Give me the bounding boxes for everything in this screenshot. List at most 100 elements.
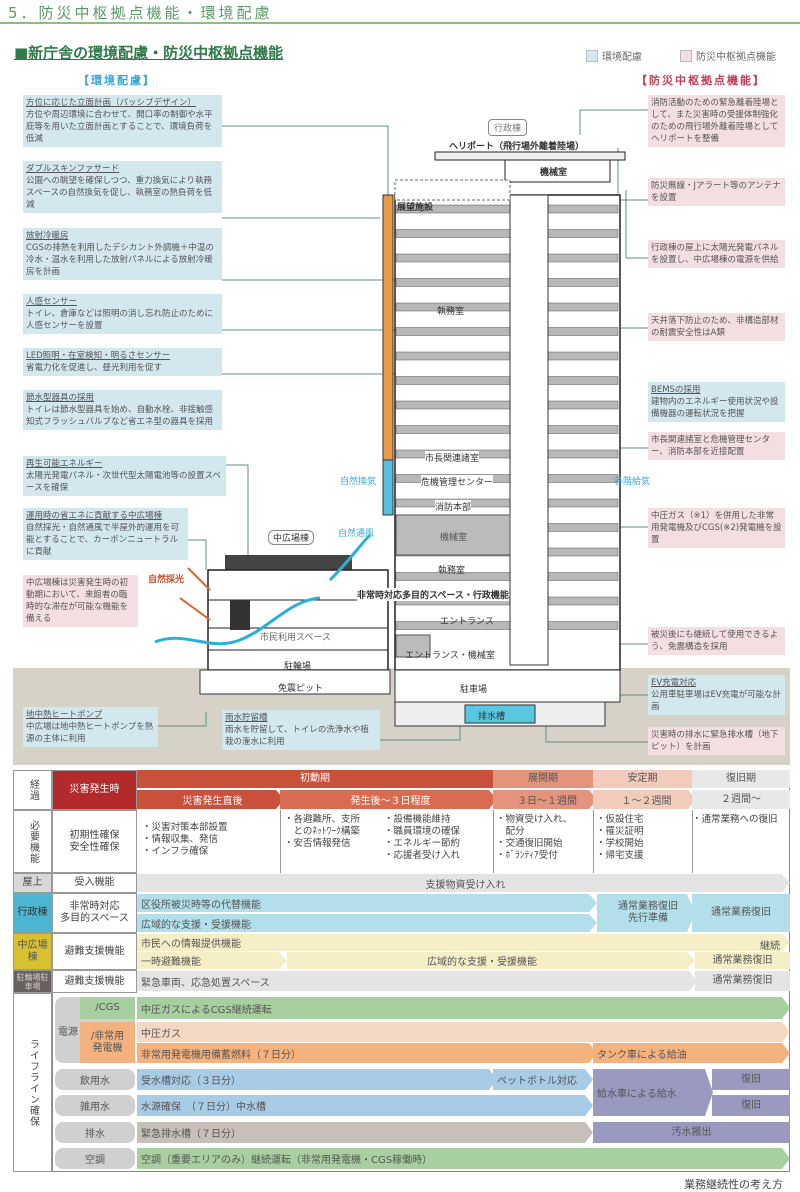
needs-c4: ・物資受け入れ、 配分 ・交通復旧開始 ・ﾎﾞﾗﾝﾃｨｱ受付: [496, 814, 573, 861]
misc-water-label: 雑用水: [55, 1095, 135, 1116]
floor-slab: [395, 327, 511, 336]
legend-label: 防災中枢拠点機能: [696, 52, 776, 63]
note-motion-sensor: 人感センサートイレ、倉庫などは照明の消し忘れ防止のために人感センサーを設置: [23, 294, 222, 334]
legend-swatch-disaster: [680, 49, 692, 62]
aircon-bar: 空調（重要エリアのみ）継続運転（非常用発電機・CGS稼働時）: [137, 1148, 790, 1169]
note-rainwater: 雨水貯留槽雨水を貯留して、トイレの洗浄水や植栽の潅水に利用: [222, 710, 380, 750]
label-observation: 展望施設: [397, 203, 434, 213]
water-truck-bar: 給水車による給水: [593, 1069, 713, 1116]
drinking-bar: 受水槽対応（３日分）: [137, 1069, 497, 1090]
row-label-needs: 必要機能: [13, 810, 52, 873]
aircon-label: 空調: [55, 1148, 135, 1169]
row-label-progress: 経過: [13, 770, 52, 810]
plaza-bar2: 一時避難機能: [137, 952, 287, 969]
needs-label: 初期性確保 安全性確保: [52, 810, 137, 873]
roof-label: 受入機能: [52, 873, 137, 893]
floor-slab: [547, 400, 619, 410]
admin-prep: 通常業務復旧 先行準備: [597, 894, 695, 932]
drinking-water-label: 飲用水: [55, 1069, 135, 1090]
plaza-bar3: 広域的な支援・受援機能: [287, 952, 695, 969]
row-label-lifeline: ライフライン確保: [13, 993, 52, 1172]
cgs-bar: 中圧ガスによるCGS継続運転: [137, 997, 790, 1019]
page-title: ■新庁舎の環境配慮・防災中枢拠点機能: [14, 44, 284, 62]
floor-slab: [547, 523, 619, 532]
floor-slab: [547, 204, 619, 214]
floor-slab: [547, 253, 619, 263]
plaza-bar1: 市民への情報提供機能: [137, 934, 790, 951]
row-label-plaza: 中広場棟: [13, 933, 52, 970]
needs-c2: ・各避難所、支所 とのﾈｯﾄﾜｰｸ構築 ・安否情報発信: [284, 814, 361, 849]
note-water-saving: 節水型器具の採用トイレは節水型器具を始め、自動水栓、非接触感知式フラッシュバルブ…: [23, 390, 222, 430]
label-citizen-space: 市民利用スペース: [260, 633, 331, 643]
section-header: 5．防災中枢拠点機能・環境配慮: [8, 4, 273, 22]
note-seismic-isolation: 被災後にも継続して使用できるよう、免震構造を採用: [648, 627, 785, 655]
label-natural-ventilation: 自然換気: [340, 477, 377, 487]
admin-bar1: 区役所被災時等の代替機能: [137, 894, 597, 912]
generator-label: /非常用 発電機: [80, 1022, 135, 1063]
needs-c3: ・設備機能維持 ・職員環境の確保 ・エネルギー節約 ・応援者受け入れ: [384, 814, 461, 861]
power-label: 電源: [58, 1026, 78, 1038]
label-floor-supply: 各階給気: [614, 477, 651, 487]
floor-slab: [547, 425, 619, 434]
parking-label: 避難支援機能: [52, 970, 137, 993]
note-renewable-energy: 再生可能エネルギー太陽光発電パネル・次世代型太陽電池等の設置スペースを確保: [23, 456, 226, 496]
note-ceiling-safety: 天井落下防止のため、非構造部材の耐震安全性はA類: [648, 313, 785, 341]
note-plaza-energy: 運用時の省エネに貢献する中広場棟自然採光・自然通風で半屋外的運用を可能とすること…: [23, 508, 188, 560]
cgs-label: /CGS: [80, 997, 135, 1019]
plaza-recover: 通常業務復旧: [695, 952, 790, 969]
legend-env: 環境配慮: [586, 48, 642, 63]
label-machine-room-top: 機械室: [540, 168, 568, 178]
label-heliport: ヘリポート（飛行場外離着陸場）: [449, 142, 585, 152]
legend-swatch-env: [586, 49, 598, 62]
note-mayor-crisis: 市長関連諸室と危機管理センター、消防本部を近接配置: [648, 432, 785, 460]
parking-bar: 緊急車両、応急処置スペース: [137, 971, 697, 991]
label-bicycle-parking: 駐輪場: [284, 662, 312, 672]
label-admin-building: 行政棟: [488, 119, 528, 136]
header-rule: [0, 22, 800, 24]
note-passive-design: 方位に応じた立面計画（パッシブデザイン）方位や周辺環境に合わせて、開口率の制御や…: [23, 95, 222, 147]
tank-truck-bar: タンク車による給油: [593, 1043, 790, 1063]
floor-slab: [547, 327, 619, 336]
legend-disaster: 防災中枢拠点機能: [680, 48, 776, 63]
floor-slab: [547, 351, 619, 361]
floor-slab: [395, 229, 511, 238]
note-solar-roof: 行政棟の屋上に太陽光発電パネルを設置し、中広場棟の電源を供給: [648, 240, 785, 268]
floor-slab: [395, 351, 511, 361]
note-generator: 中圧ガス（※1）を併用した非常用発電機及びCGS(※2)発電機を設置: [648, 508, 785, 548]
note-ev-charging: EV充電対応公用車駐車場はEV充電が可能な計画: [648, 675, 785, 715]
bottle-bar: ペットボトル対応: [493, 1069, 593, 1090]
floor-slab: [395, 400, 511, 410]
phase-recovery: 復旧期: [692, 770, 790, 788]
misc-water-bar: 水源確保 （７日分）中水槽: [137, 1095, 593, 1116]
label-fire-hq: 消防本部: [435, 500, 472, 513]
row-label-roof: 屋上: [13, 873, 52, 893]
note-antenna: 防災無線・Jアラート等のアンテナを設置: [648, 178, 785, 206]
parking-recover: 通常業務復旧: [695, 971, 790, 991]
note-bems: BEMSの採用建物内のエネルギー使用状況や設備機器の運転状況を把握: [648, 382, 785, 422]
disaster-time-cell: 災害発生時: [52, 770, 137, 810]
floor-slab: [395, 376, 511, 385]
row-label-parking: 駐輪場駐車場: [13, 970, 52, 993]
phase-stable-sub: １～２週間: [593, 790, 696, 809]
drainage-bar: 緊急排水槽（７日分）: [137, 1122, 593, 1143]
floor-slab: [547, 596, 619, 606]
phase-expansion-sub: ３日～１週間: [493, 790, 597, 809]
admin-bar2: 広域的な支援・受援機能: [137, 914, 597, 932]
label-office: 執務室: [437, 307, 465, 317]
gas-bar: 中圧ガス: [137, 1022, 790, 1042]
label-multipurpose: 非常時対応多目的スペース・行政機能: [357, 588, 509, 601]
table-caption: 業務継続性の考え方: [684, 1178, 783, 1191]
phase-recovery-sub: ２週間～: [692, 790, 790, 809]
needs-c5: ・仮設住宅 ・罹災証明 ・学校開始 ・帰宅支援: [596, 814, 644, 861]
label-plaza-building: 中広場棟: [268, 530, 315, 545]
admin-label: 非常時対応 多目的スペース: [52, 893, 137, 933]
label-entrance-machine: エントランス・機械室: [405, 651, 495, 661]
note-plaza-shelter: 中広場棟は災害発生時の初動期において、来館者の臨時的な滞在が可能な機能を備える: [23, 575, 138, 627]
drainage-label: 排水: [55, 1122, 135, 1143]
roof-bar: 支援物資受け入れ: [137, 874, 790, 892]
phase-initial-sub1: 災害発生直後: [137, 790, 284, 809]
floor-slab: [395, 278, 511, 287]
floor-slab: [547, 278, 619, 287]
label-drain-tank: 排水槽: [478, 712, 506, 722]
label-office-lower: 執務室: [438, 566, 466, 576]
